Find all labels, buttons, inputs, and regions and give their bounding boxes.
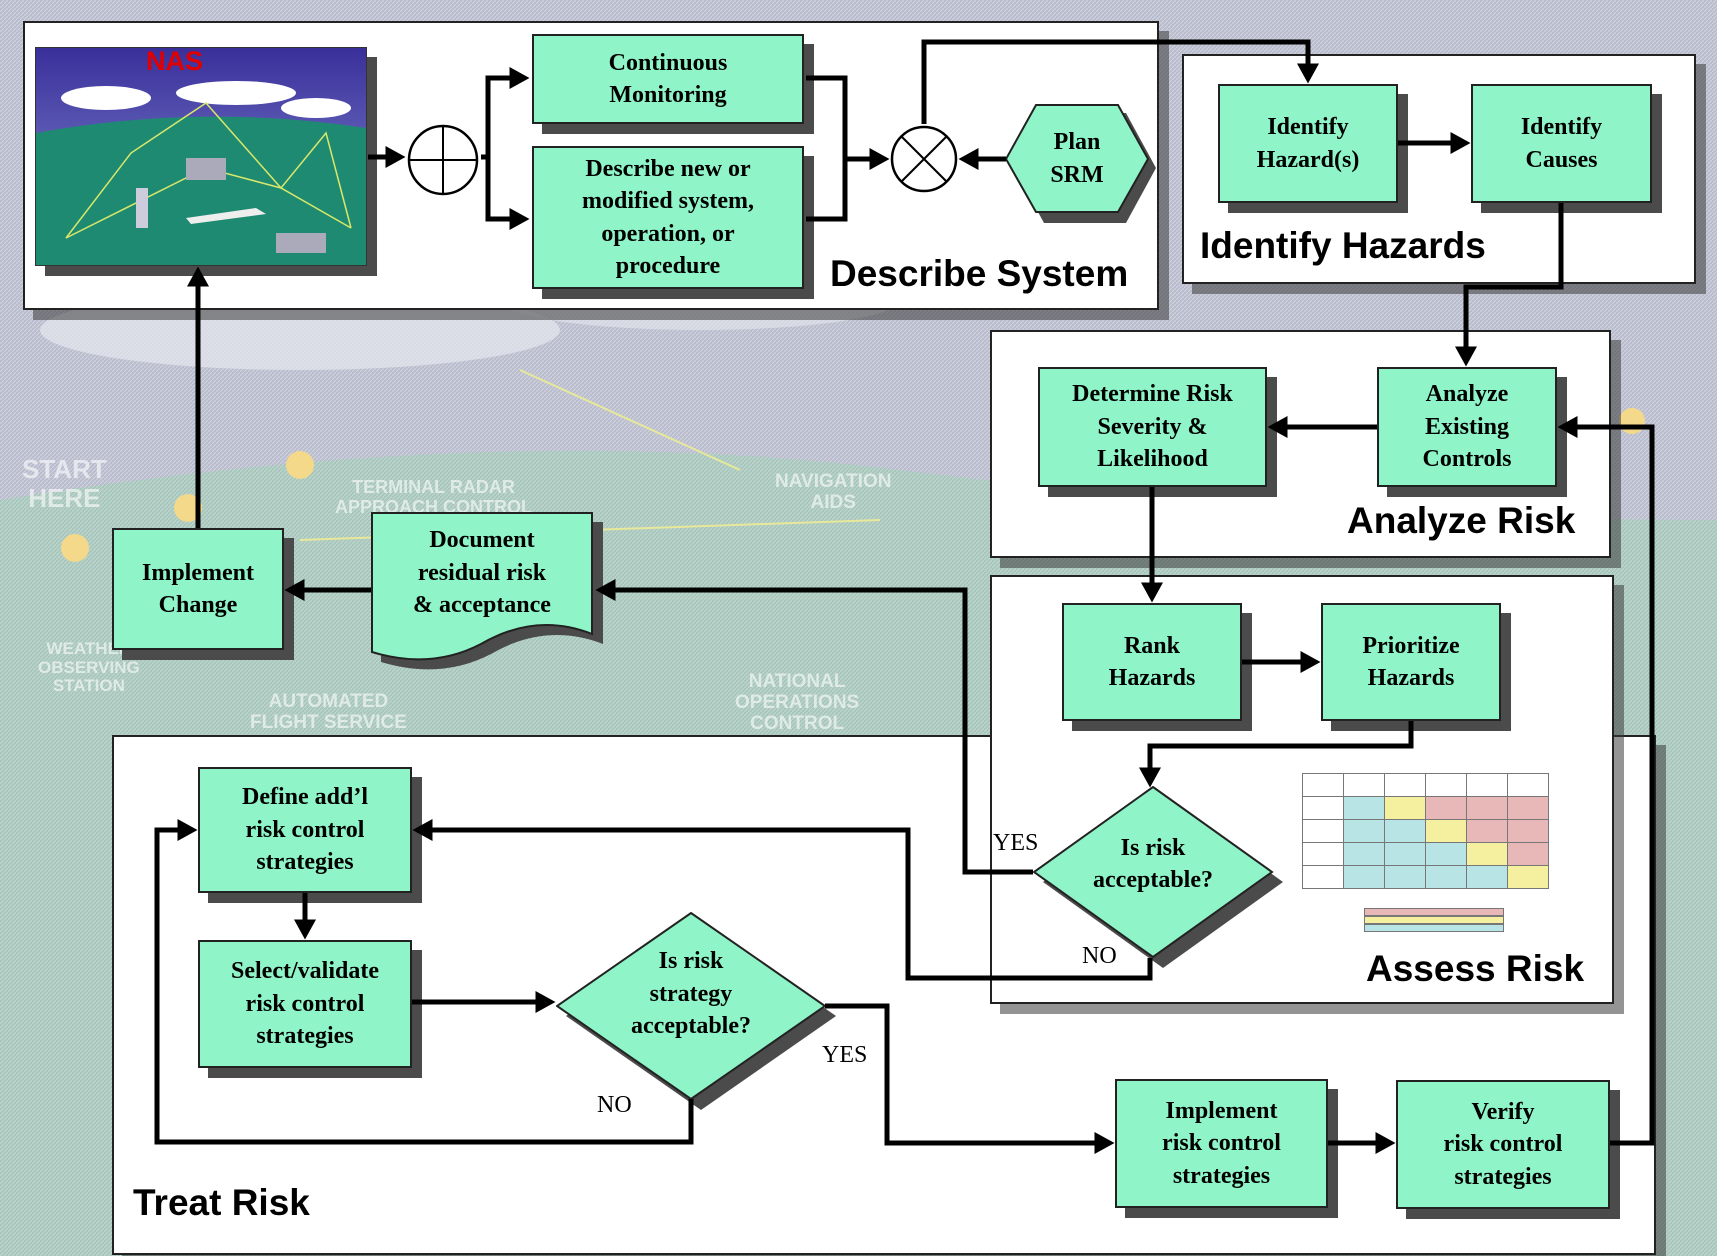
nas-illustration — [36, 48, 366, 265]
is-strategy-acceptable-label: Is risk strategy acceptable? — [631, 948, 751, 1040]
background-label-start-here: START HERE — [22, 454, 107, 513]
rank-hazards-box: Rank Hazards — [1062, 603, 1242, 721]
background-label-automated-flight: AUTOMATED FLIGHT SERVICE — [250, 691, 407, 733]
plan-srm-hexagon: Plan SRM — [1006, 103, 1156, 223]
identify-causes-box: Identify Causes — [1471, 84, 1652, 203]
implement-strategies-box: Implement risk control strategies — [1115, 1079, 1328, 1208]
matrix-legend — [1364, 908, 1504, 932]
nas-label: NAS — [146, 47, 204, 76]
background-label-navigation-aids: NAVIGATION AIDS — [775, 471, 892, 513]
panel-title-identify-hazards: Identify Hazards — [1200, 225, 1486, 266]
prioritize-hazards-box: Prioritize Hazards — [1321, 603, 1501, 721]
background-label-terminal-radar: TERMINAL RADAR APPROACH CONTROL — [335, 477, 532, 517]
is-risk-acceptable-label: Is risk acceptable? — [1093, 834, 1213, 893]
implement-change-box: Implement Change — [112, 528, 284, 650]
background-label-weather-station: WEATHER OBSERVING STATION — [38, 639, 140, 696]
document-residual-risk-shape: Document residual risk & acceptance — [371, 512, 603, 670]
nas-system-image: NAS — [35, 47, 367, 266]
document-residual-risk-label: Document residual risk & acceptance — [413, 527, 551, 619]
describe-new-system-box: Describe new or modified system, operati… — [532, 146, 804, 289]
background-label-national-ops: NATIONAL OPERATIONS CONTROL — [735, 671, 860, 734]
no-label-treat: NO — [597, 1092, 632, 1118]
analyze-existing-controls-box: Analyze Existing Controls — [1377, 367, 1557, 487]
continuous-monitoring-box: Continuous Monitoring — [532, 34, 804, 124]
is-risk-acceptable-diamond: Is risk acceptable? — [1033, 786, 1283, 968]
determine-risk-severity-box: Determine Risk Severity & Likelihood — [1038, 367, 1267, 487]
yes-label-treat: YES — [822, 1042, 868, 1068]
no-label-assess: NO — [1082, 943, 1117, 969]
identify-hazards-box: Identify Hazard(s) — [1218, 84, 1398, 203]
yes-label-assess: YES — [993, 830, 1039, 856]
multiply-junction — [890, 125, 958, 193]
select-validate-strategies-box: Select/validate risk control strategies — [198, 940, 412, 1068]
verify-strategies-box: Verify risk control strategies — [1396, 1080, 1610, 1209]
panel-title-assess-risk: Assess Risk — [1366, 948, 1585, 989]
panel-title-describe-system: Describe System — [830, 253, 1129, 294]
plan-srm-label: Plan SRM — [1050, 129, 1104, 188]
panel-title-analyze-risk: Analyze Risk — [1347, 500, 1576, 541]
sum-junction — [407, 124, 479, 196]
is-strategy-acceptable-diamond: Is risk strategy acceptable? — [556, 912, 836, 1110]
panel-title-treat-risk: Treat Risk — [133, 1182, 310, 1223]
risk-matrix-thumbnail — [1302, 773, 1554, 933]
define-strategies-box: Define add’l risk control strategies — [198, 767, 412, 893]
